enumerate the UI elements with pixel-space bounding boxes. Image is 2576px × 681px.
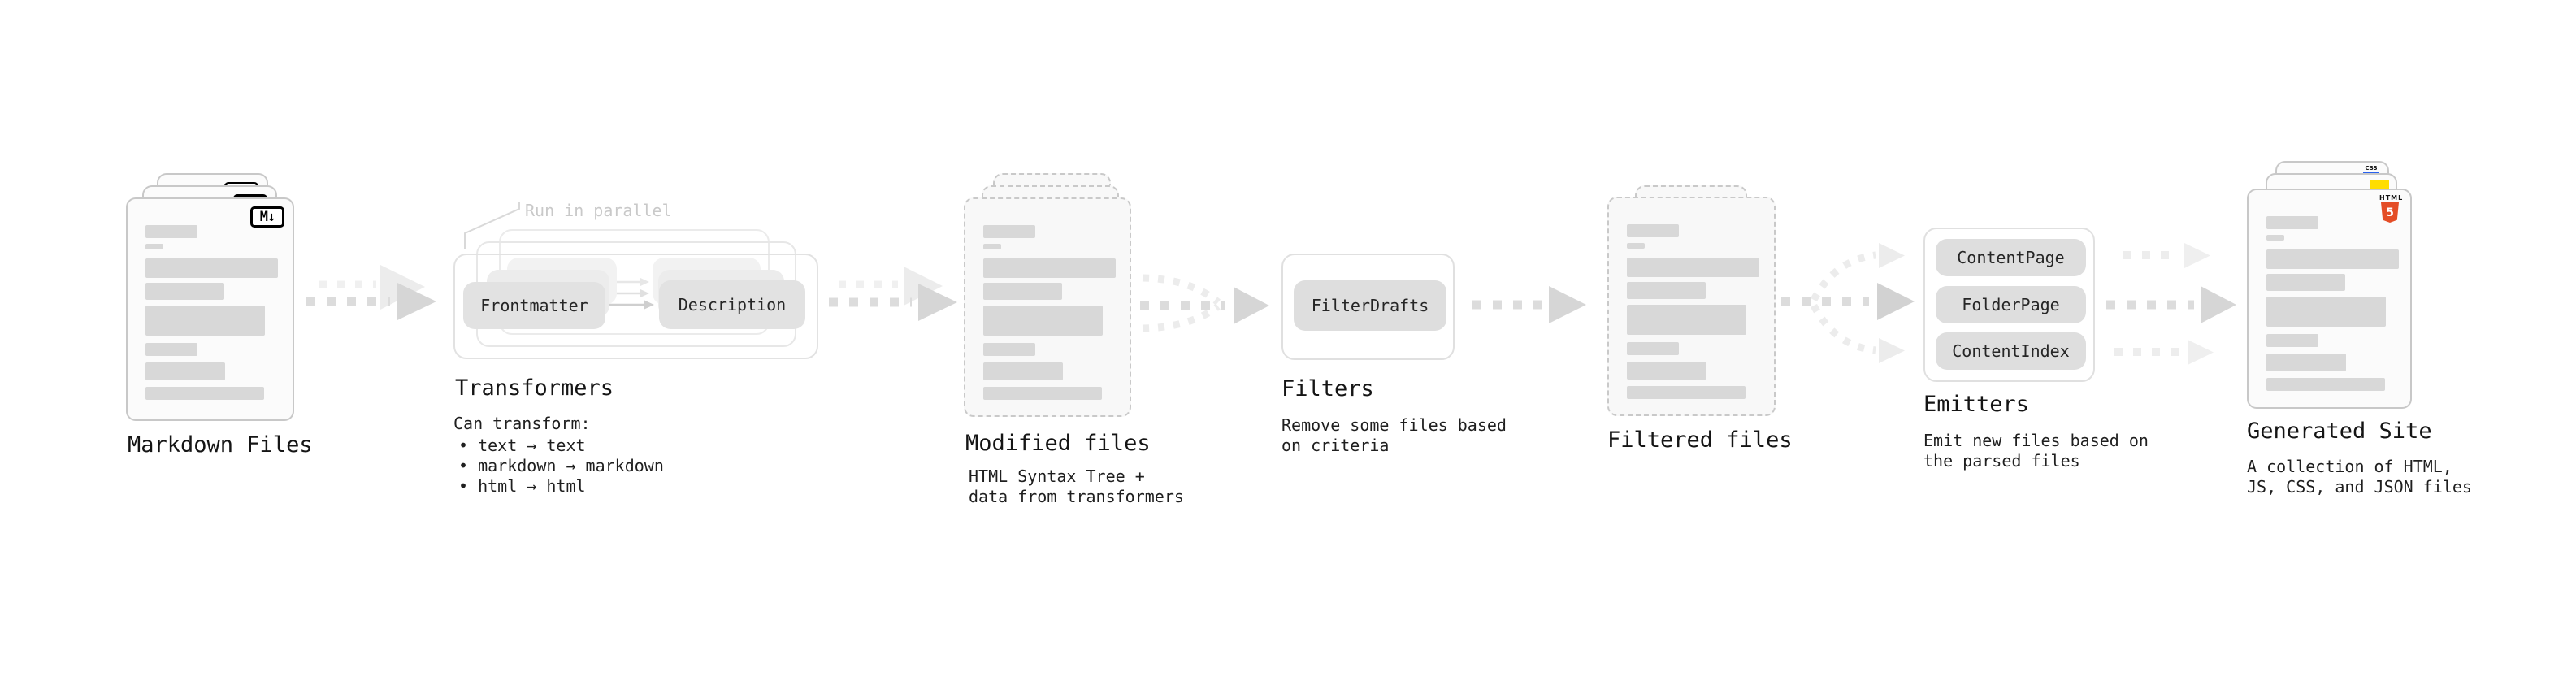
filtered-file-card-front [1607, 197, 1776, 416]
arrow-filtered-to-emitters [1781, 243, 1915, 363]
filters-caption: Remove some files based on criteria [1281, 415, 1507, 456]
placeholder-bar [145, 387, 264, 400]
placeholder-bar [2266, 274, 2345, 291]
placeholder-bar [2266, 249, 2399, 269]
placeholder-bar [1627, 386, 1746, 399]
placeholder-bar [983, 244, 1001, 249]
placeholder-bar [983, 306, 1103, 336]
caption-line: JS, CSS, and JSON files [2247, 477, 2472, 497]
markdown-file-card-front: M↓ [126, 197, 294, 421]
file-content-placeholder [965, 199, 1130, 415]
caption-line: the parsed files [1923, 451, 2080, 471]
placeholder-bar [2266, 235, 2284, 241]
filtered-files-label: Filtered files [1607, 427, 1793, 453]
placeholder-bar [2266, 354, 2346, 371]
caption-line: Remove some files based [1281, 415, 1507, 435]
markdown-files-label: Markdown Files [128, 432, 313, 458]
filters-label: Filters [1281, 376, 1374, 401]
transformers-label: Transformers [455, 375, 614, 401]
placeholder-bar [1627, 282, 1706, 299]
caption-line: on criteria [1281, 436, 1390, 455]
generated-file-card-html: HTML 5 [2247, 189, 2412, 409]
contentindex-pill: ContentIndex [1936, 332, 2086, 370]
placeholder-bar [1627, 362, 1706, 380]
placeholder-bar [145, 225, 197, 238]
modified-files-label: Modified files [965, 431, 1151, 456]
placeholder-bar [2266, 216, 2318, 229]
emitters-caption: Emit new files based on the parsed files [1923, 431, 2149, 471]
placeholder-bar [145, 343, 197, 356]
placeholder-bar [1627, 305, 1746, 335]
bullet-item: • html → html [458, 476, 586, 496]
placeholder-bar [1627, 224, 1679, 237]
file-content-placeholder [2249, 190, 2410, 407]
placeholder-bar [983, 387, 1102, 400]
emitters-label: Emitters [1923, 392, 2030, 417]
placeholder-bar [983, 283, 1062, 300]
frontmatter-pill: Frontmatter [463, 282, 605, 329]
filters-box: FilterDrafts [1281, 254, 1455, 360]
transformer-box-front: Frontmatter Description [453, 254, 818, 359]
placeholder-bar [2266, 378, 2385, 391]
placeholder-bar [2266, 297, 2386, 327]
html5-icon: HTML 5 [2379, 194, 2404, 223]
caption-line: data from transformers [969, 487, 1184, 506]
arrow-emitters-to-generated [2106, 243, 2236, 365]
transformers-caption-title: Can transform: [453, 414, 591, 433]
arrow-markdown-to-transformers [306, 265, 436, 320]
caption-line: HTML Syntax Tree + [969, 466, 1145, 486]
css-icon-word: CSS [2365, 165, 2378, 171]
folderpage-pill: FolderPage [1936, 286, 2086, 323]
arrow-transformers-to-modified [829, 267, 957, 321]
arrow-filters-to-filtered [1472, 286, 1586, 323]
placeholder-bar [983, 343, 1035, 356]
generated-site-caption: A collection of HTML, JS, CSS, and JSON … [2247, 457, 2472, 497]
placeholder-bar [145, 258, 278, 278]
placeholder-bar [1627, 258, 1759, 277]
placeholder-bar [1627, 243, 1645, 249]
placeholder-bar [983, 258, 1116, 278]
transformers-bullet-list: • text → text • markdown → markdown • ht… [458, 436, 664, 497]
arrow-modified-to-filters [1140, 274, 1269, 332]
placeholder-bar [1627, 342, 1679, 355]
file-content-placeholder [1609, 198, 1774, 414]
placeholder-bar [983, 362, 1063, 380]
emitters-box: ContentPage FolderPage ContentIndex [1923, 228, 2095, 382]
caption-line: Emit new files based on [1923, 431, 2149, 450]
placeholder-bar [983, 225, 1035, 238]
placeholder-bar [145, 244, 163, 249]
description-pill: Description [659, 280, 805, 329]
file-content-placeholder [128, 199, 293, 419]
placeholder-bar [145, 306, 265, 336]
html5-icon-shield: 5 [2381, 202, 2399, 223]
modified-files-caption: HTML Syntax Tree + data from transformer… [969, 466, 1184, 507]
contentpage-pill: ContentPage [1936, 239, 2086, 276]
bullet-item: • markdown → markdown [458, 456, 664, 475]
generated-site-label: Generated Site [2247, 419, 2432, 444]
bullet-item: • text → text [458, 436, 586, 455]
html5-icon-word: HTML [2379, 194, 2404, 202]
modified-file-card-front [964, 197, 1131, 417]
note-leader-line [464, 202, 520, 249]
run-in-parallel-note: Run in parallel [525, 201, 672, 220]
parallel-arrows-icon [609, 278, 654, 310]
placeholder-bar [2266, 334, 2318, 347]
placeholder-bar [145, 283, 224, 300]
filterdrafts-pill: FilterDrafts [1294, 280, 1446, 331]
caption-line: A collection of HTML, [2247, 457, 2452, 476]
markdown-icon: M↓ [250, 206, 284, 228]
placeholder-bar [145, 362, 225, 380]
